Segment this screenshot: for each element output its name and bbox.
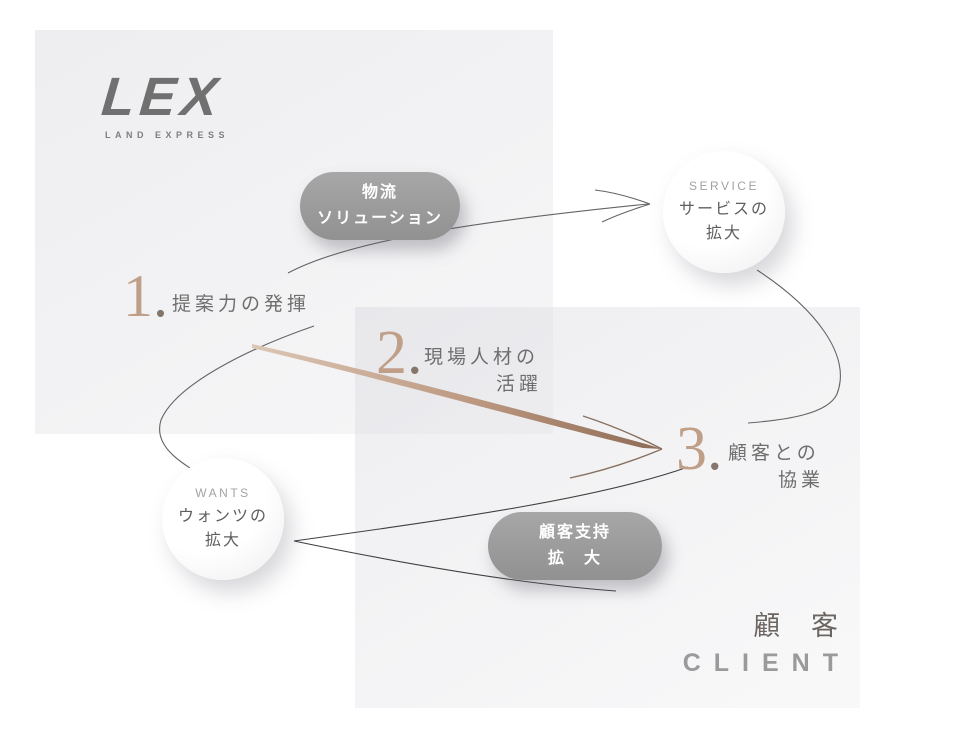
circle-wants-line2: 拡大 (204, 531, 241, 549)
pill-customer-support-expansion: 顧客支持 拡 大 (488, 512, 662, 580)
curve-3-to-wants-upper (293, 466, 689, 542)
pill-support-line1: 顧客支持 (538, 524, 611, 541)
swoosh-2-to-3 (252, 344, 662, 449)
pill-logistics-line2: ソリューション (317, 210, 443, 227)
circle-service-line1: サービスの (678, 200, 769, 218)
step-2-label: 現場人材の 活躍 (424, 347, 542, 395)
arrowhead-service (594, 189, 651, 223)
step-3-number: 3. (676, 415, 723, 483)
circle-service-tag: SERVICE (689, 178, 759, 193)
client-label-jp: 顧 客 (753, 611, 850, 641)
pill-support-line2: 拡 大 (547, 550, 602, 567)
background-panel-bottom-right (355, 307, 860, 708)
pill-logistics-solution: 物流 ソリューション (300, 172, 460, 240)
circle-service-line2: 拡大 (705, 224, 742, 242)
lex-logo-text: LEX (94, 67, 232, 127)
circle-service-expansion: SERVICE サービスの 拡大 (663, 151, 785, 273)
circle-wants-tag: WANTS (195, 485, 251, 500)
step-1-label: 提案力の発揮 (172, 294, 311, 315)
client-label: 顧 客 CLIENT (683, 610, 838, 678)
swoosh-arrowhead (569, 415, 663, 479)
curve-service-to-3 (747, 269, 841, 424)
lex-logo-subtext: LAND EXPRESS (105, 130, 230, 140)
lex-logo: LEX LAND EXPRESS (94, 67, 231, 140)
pill-logistics-line1: 物流 (361, 184, 398, 201)
step-1-number: 1. (123, 263, 168, 329)
circle-wants-expansion: WANTS ウォンツの 拡大 (162, 458, 284, 580)
step-2-number: 2. (376, 319, 423, 387)
step-3-label: 顧客との 協業 (728, 443, 824, 491)
client-label-en: CLIENT (682, 649, 851, 678)
circle-wants-line1: ウォンツの (177, 507, 268, 525)
curve-3-to-wants-lower (293, 540, 617, 592)
